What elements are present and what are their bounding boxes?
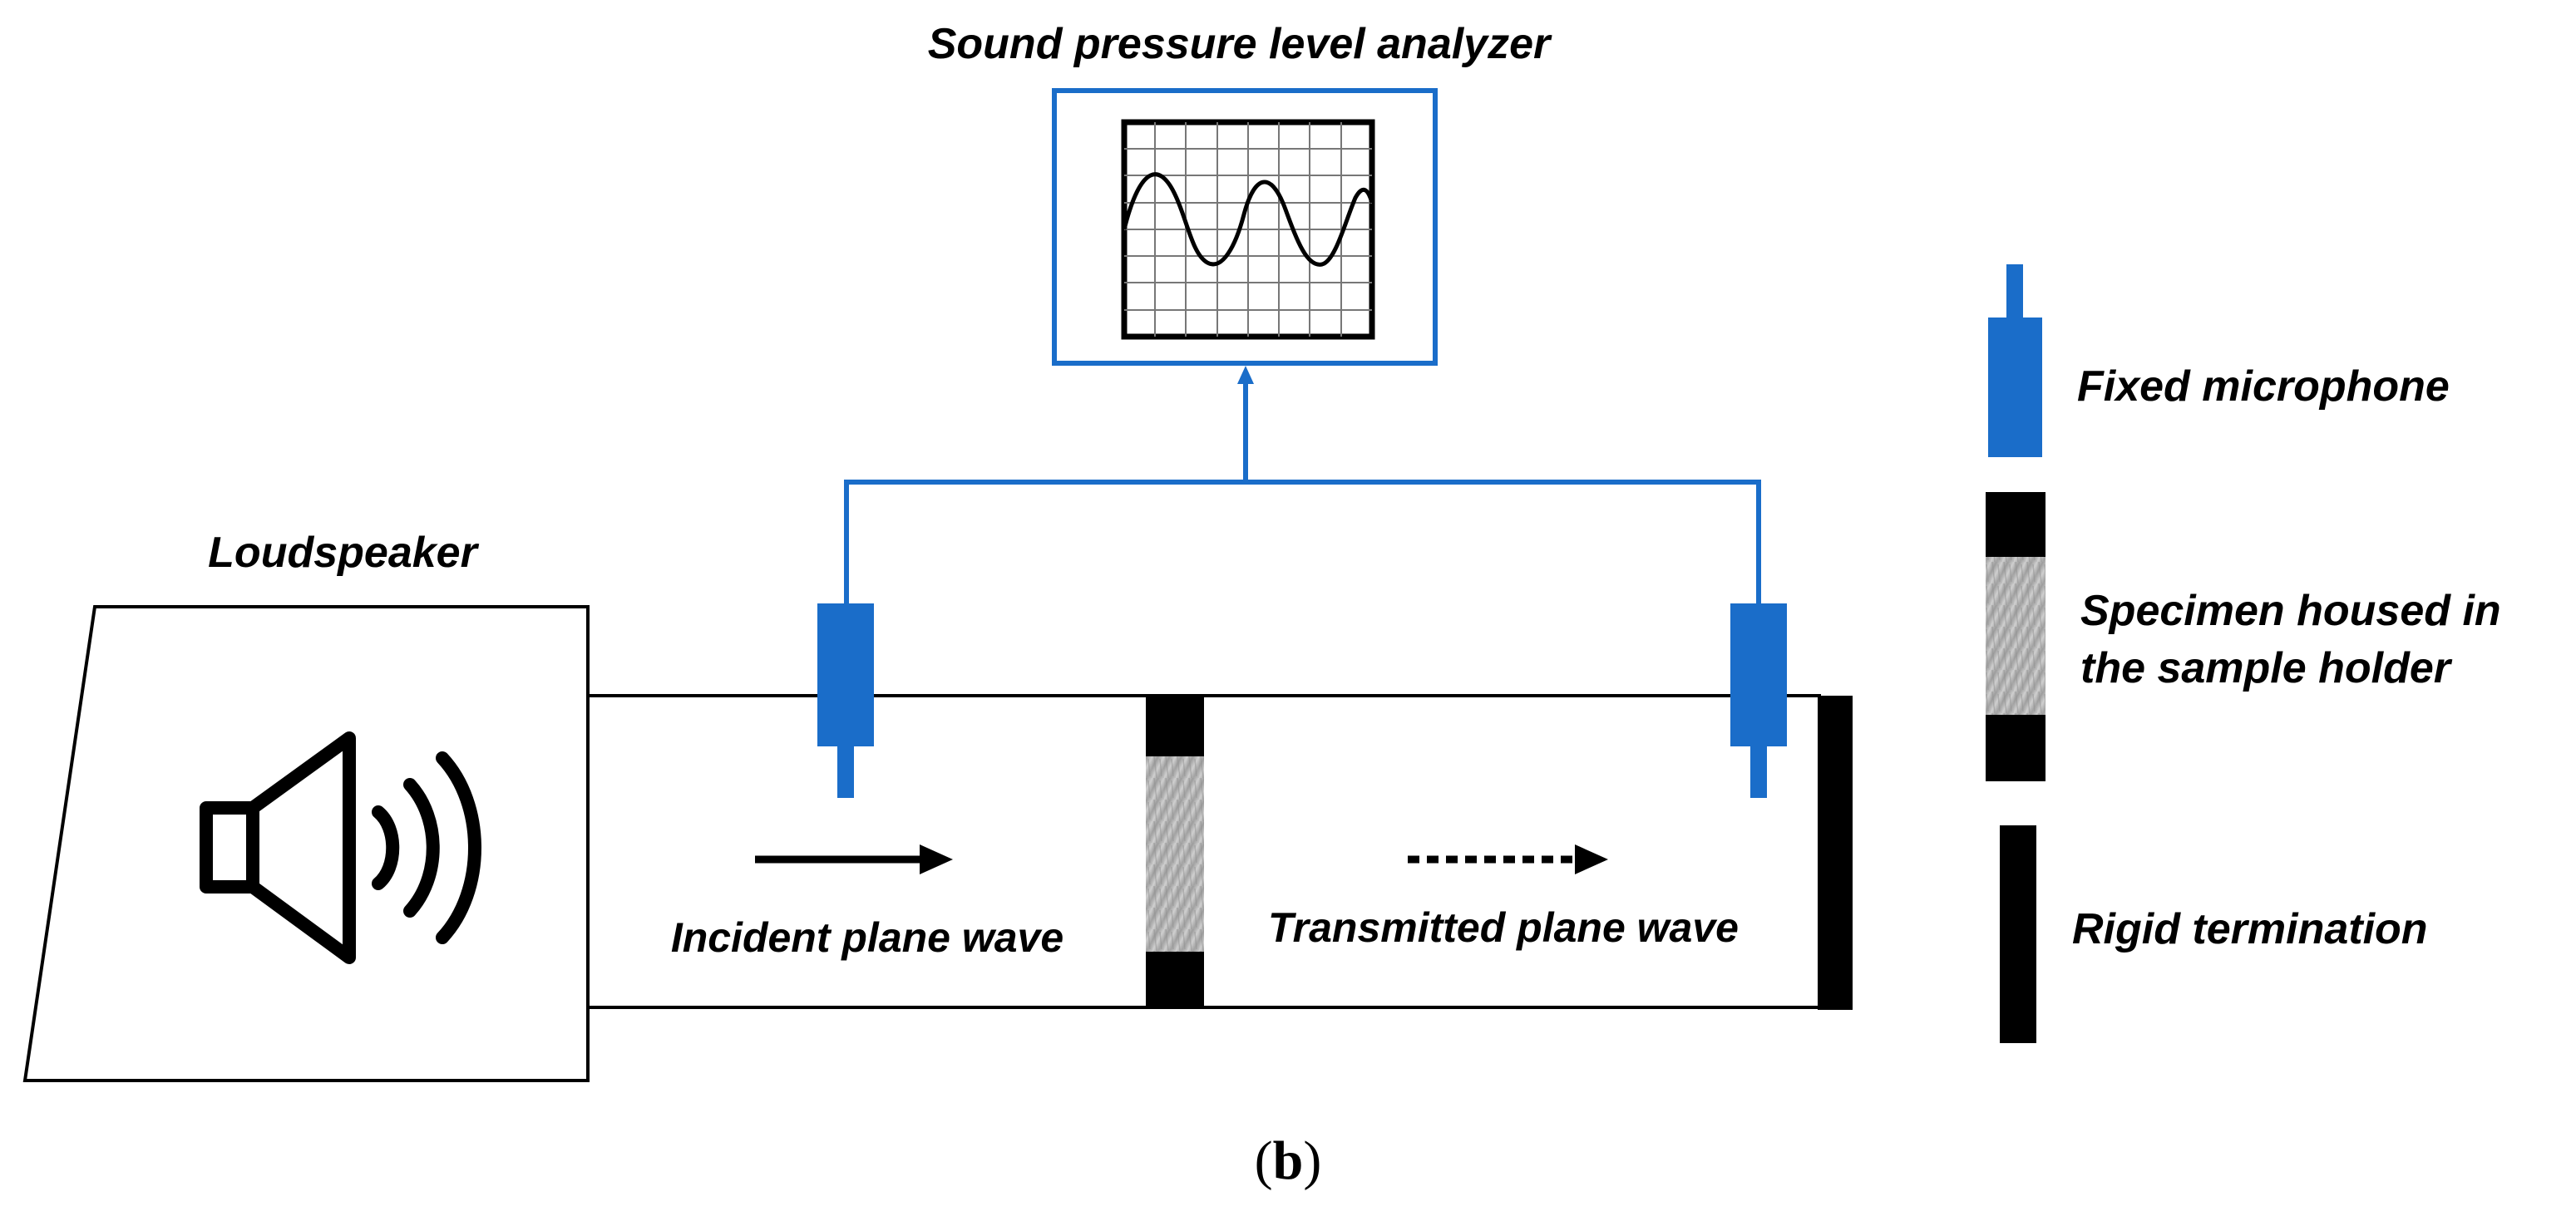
incident-wave-label: Incident plane wave <box>671 914 1063 961</box>
loudspeaker <box>22 605 590 1082</box>
legend-specimen-label-line1: Specimen housed in <box>2080 587 2501 635</box>
transmitted-wave-arrow <box>1408 844 1608 874</box>
legend-microphone-icon <box>1988 264 2042 457</box>
impedance-tube <box>588 694 1821 1009</box>
legend-termination-label: Rigid termination <box>2072 905 2428 953</box>
caption-open-paren: ( <box>1255 1130 1273 1191</box>
speaker-icon <box>200 731 481 964</box>
sound-pressure-analyzer <box>1052 88 1438 366</box>
incident-wave-arrow <box>755 844 953 874</box>
analyzer-label: Sound pressure level analyzer <box>928 20 1552 68</box>
specimen-holder <box>1146 696 1204 1007</box>
legend-specimen-label-line2: the sample holder <box>2080 644 2453 692</box>
sine-wave-trace <box>1124 172 1372 267</box>
signal-arrowhead <box>1237 366 1254 384</box>
screen-grid <box>1124 122 1372 337</box>
microphone-2 <box>1730 603 1787 798</box>
signal-wiring <box>844 384 1761 603</box>
legend-termination-icon <box>2000 825 2036 1043</box>
legend: Fixed microphone Specimen housed in the … <box>1986 264 2501 1043</box>
legend-specimen-icon <box>1986 492 2046 781</box>
figure-caption: (b) <box>1255 1130 1322 1191</box>
transmitted-wave-label: Transmitted plane wave <box>1268 904 1739 951</box>
caption-close-paren: ) <box>1303 1130 1321 1191</box>
loudspeaker-label: Loudspeaker <box>208 529 479 577</box>
caption-letter: b <box>1273 1130 1304 1191</box>
legend-microphone-label: Fixed microphone <box>2077 362 2450 411</box>
rigid-termination <box>1818 696 1853 1010</box>
microphone-1 <box>817 603 874 798</box>
